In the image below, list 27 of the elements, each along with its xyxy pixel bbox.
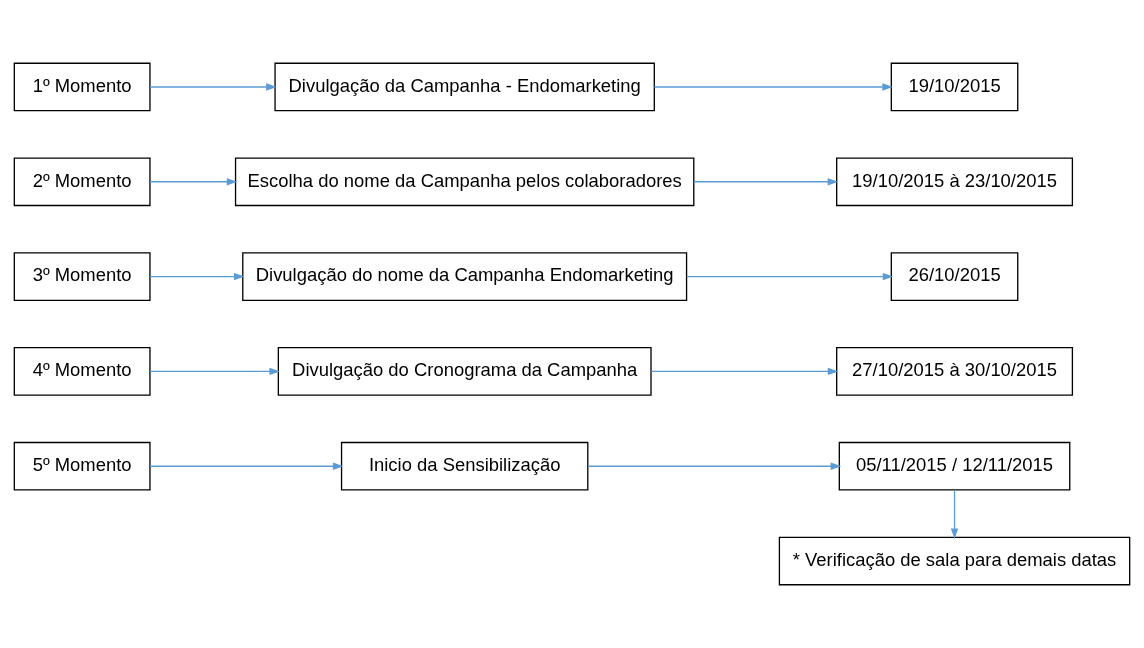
node-box: 27/10/2015 à 30/10/2015: [836, 347, 1074, 396]
node-box: * Verificação de sala para demais datas: [778, 536, 1131, 586]
arrow: [149, 462, 344, 470]
arrow: [686, 272, 894, 281]
arrow: [587, 462, 842, 470]
node-box: Divulgação da Campanha - Endomarketing: [274, 62, 655, 112]
node-box: 1º Momento: [13, 62, 151, 112]
arrow: [149, 178, 238, 186]
node-box: 3º Momento: [13, 252, 151, 301]
node-box: Inicio da Sensibilização: [340, 441, 589, 491]
node-box: 4º Momento: [13, 347, 151, 396]
arrow: [693, 178, 839, 186]
arrow: [149, 272, 245, 281]
node-box: 26/10/2015: [890, 252, 1019, 301]
node-box: 05/11/2015 / 12/11/2015: [838, 441, 1071, 491]
arrow: [149, 83, 277, 91]
node-box: 2º Momento: [13, 157, 151, 207]
node-box: Escolha do nome da Campanha pelos colaboradores: [234, 157, 695, 207]
arrow: [653, 83, 893, 91]
node-box: 19/10/2015: [890, 62, 1019, 112]
node-box: Divulgação do Cronograma da Campanha: [277, 347, 652, 396]
arrow: [650, 367, 839, 376]
node-box: Divulgação do nome da Campanha Endomarketing: [242, 252, 688, 301]
node-box: 19/10/2015 à 23/10/2015: [836, 157, 1074, 207]
arrow: [149, 367, 280, 376]
node-box: 5º Momento: [13, 441, 151, 491]
arrow: [950, 489, 959, 539]
